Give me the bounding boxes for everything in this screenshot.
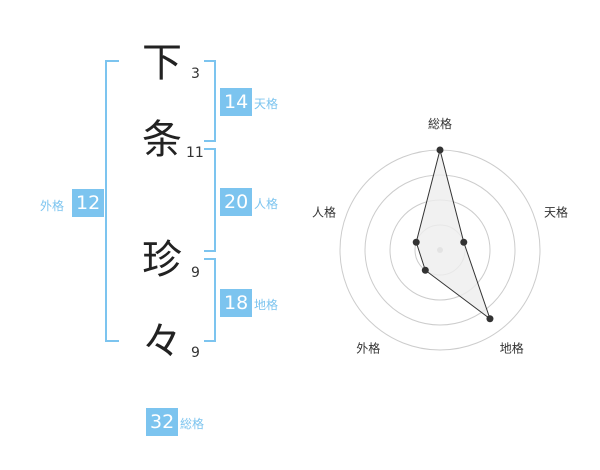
tenkaku-badge: 14 bbox=[220, 88, 253, 116]
gaikaku-badge: 12 bbox=[72, 189, 105, 217]
radar-point-1 bbox=[436, 146, 444, 154]
gaikaku-label: 外格 bbox=[40, 199, 65, 213]
radar-axis-label-4: 外格 bbox=[356, 341, 380, 356]
radar-polygon bbox=[415, 149, 491, 321]
chikaku-label: 地格 bbox=[254, 298, 279, 312]
radar-axis-label-2: 天格 bbox=[544, 204, 568, 219]
radar-point-5 bbox=[412, 238, 420, 246]
radar-point-3 bbox=[486, 315, 494, 323]
chikaku-badge: 18 bbox=[220, 289, 253, 317]
jinkaku-badge: 20 bbox=[220, 188, 253, 216]
tenkaku-label: 天格 bbox=[254, 97, 279, 111]
name-char-3: 珍 bbox=[142, 237, 182, 283]
stroke-count-2: 11 bbox=[186, 145, 204, 161]
name-char-2: 条 bbox=[142, 117, 182, 163]
gaikaku-bracket bbox=[105, 60, 119, 342]
soukaku-label: 総格 bbox=[180, 417, 205, 431]
chikaku-bracket bbox=[204, 258, 216, 342]
jinkaku-bracket bbox=[204, 148, 216, 252]
tenkaku-bracket bbox=[204, 60, 216, 142]
stroke-count-1: 3 bbox=[191, 66, 200, 82]
radar-point-2 bbox=[460, 238, 468, 246]
radar-point-4 bbox=[421, 266, 429, 274]
stroke-count-4: 9 bbox=[191, 345, 200, 361]
stroke-count-3: 9 bbox=[191, 265, 200, 281]
name-char-1: 下 bbox=[142, 40, 182, 86]
jinkaku-label: 人格 bbox=[254, 197, 279, 211]
radar-axis-label-1: 総格 bbox=[428, 116, 452, 131]
name-char-4: 々 bbox=[142, 319, 182, 365]
soukaku-badge: 32 bbox=[146, 408, 179, 436]
radar-axis-label-5: 人格 bbox=[312, 204, 336, 219]
radar-axis-label-3: 地格 bbox=[500, 341, 524, 356]
